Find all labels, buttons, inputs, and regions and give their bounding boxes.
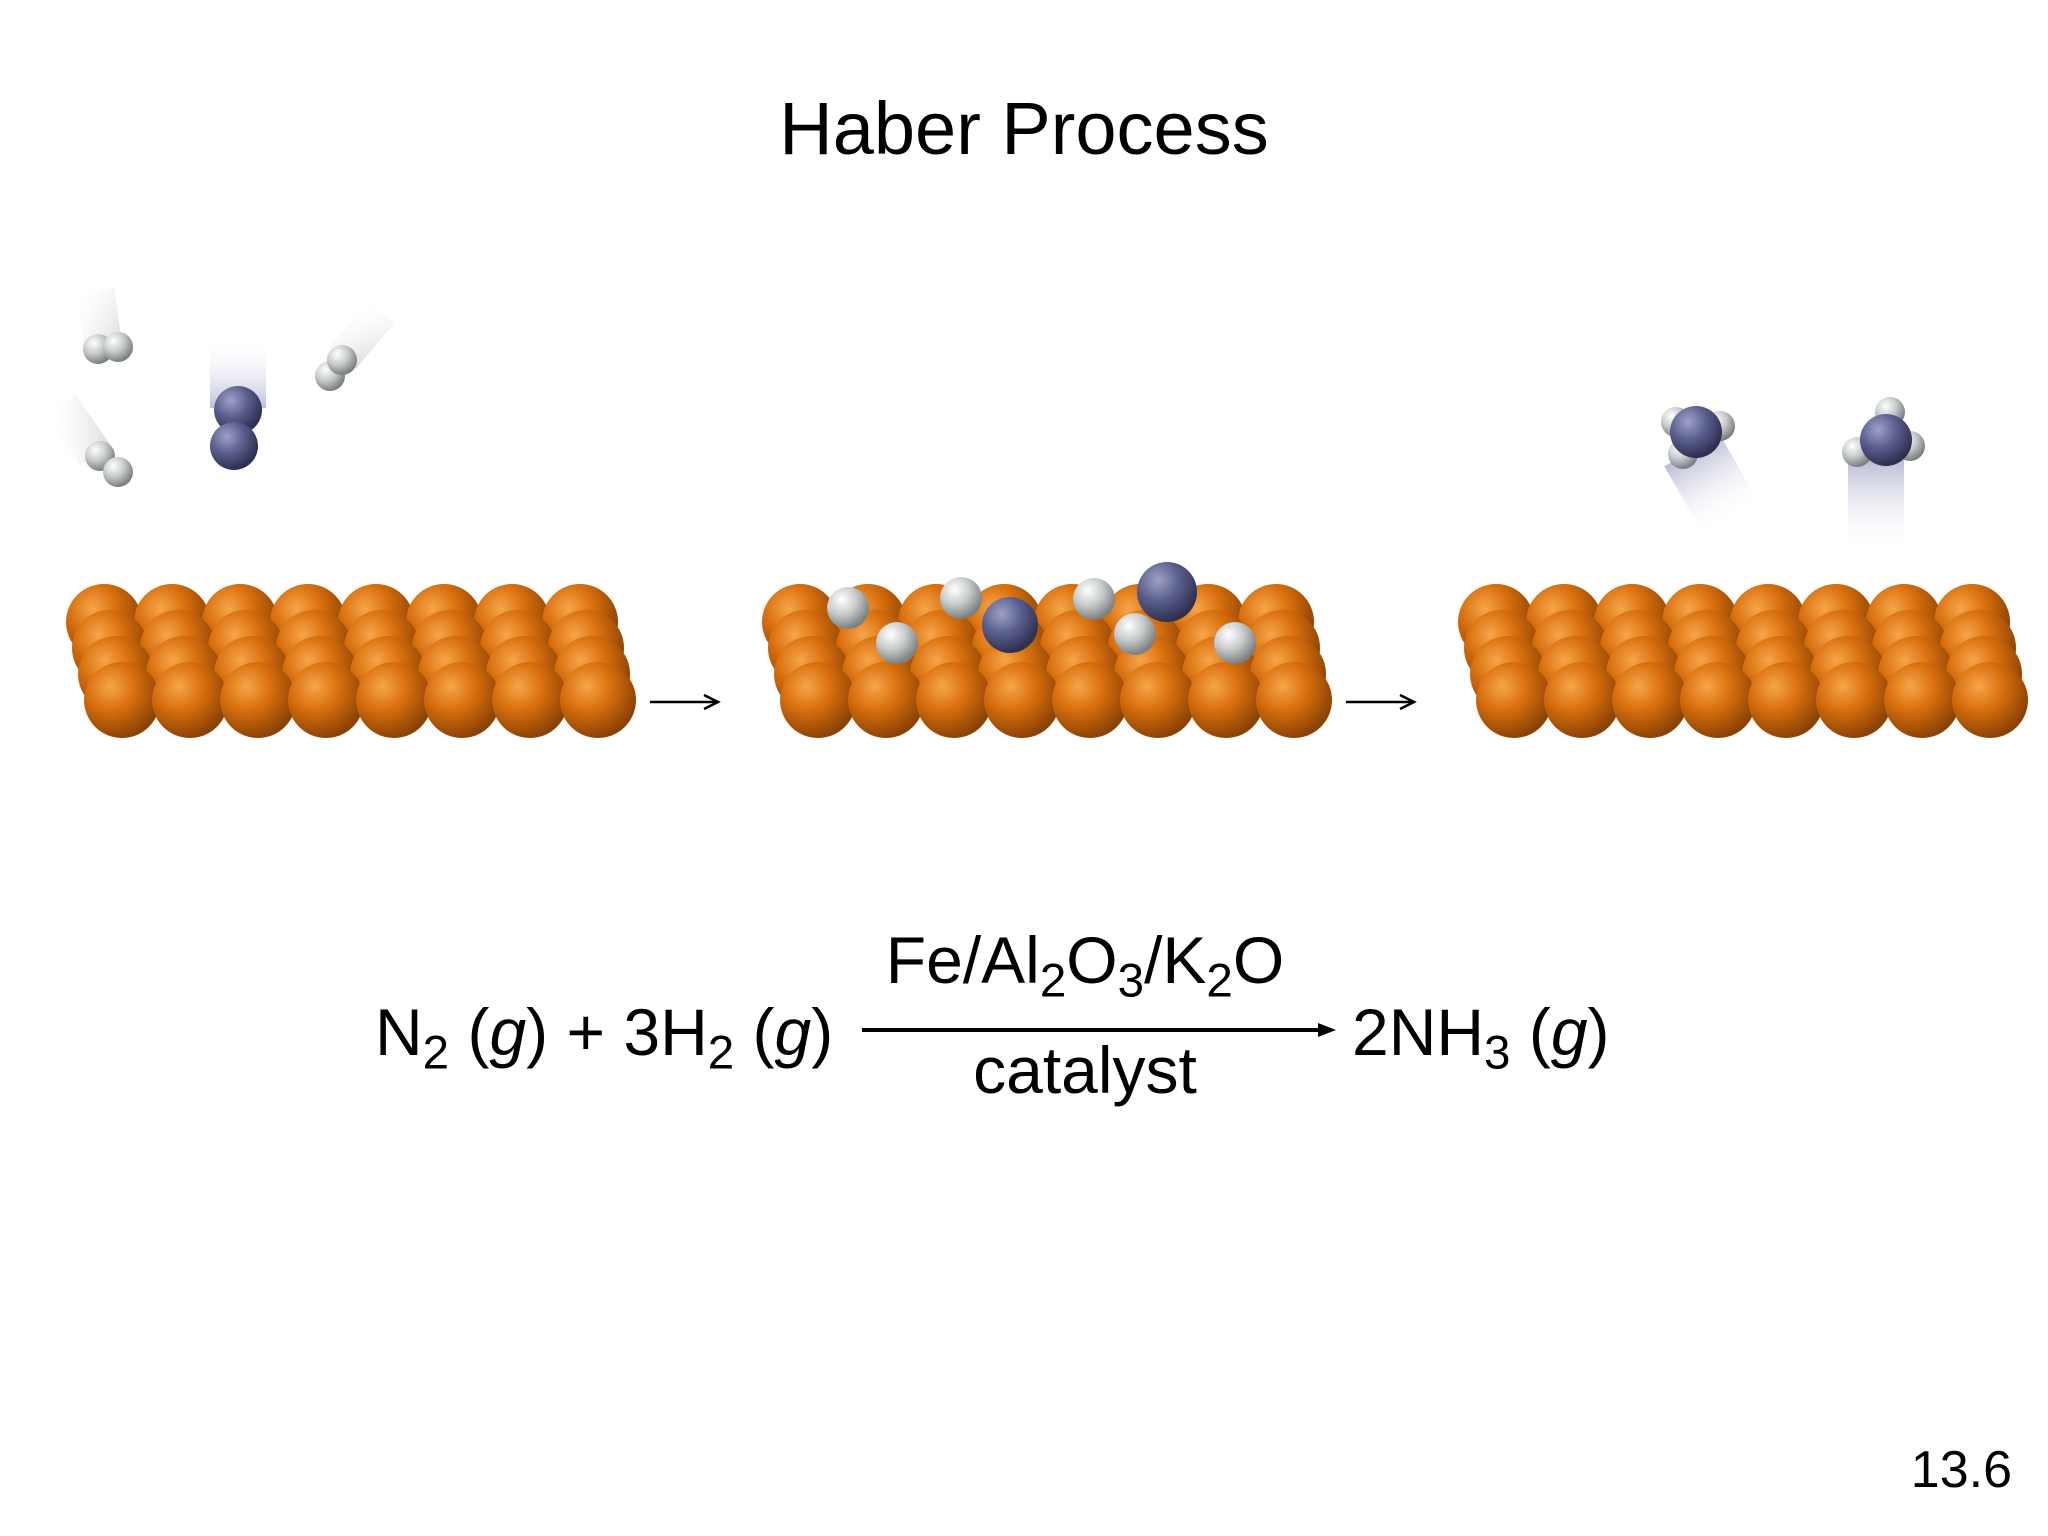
catalyst-o: O: [1066, 923, 1118, 997]
n2-state: (g): [467, 995, 549, 1069]
adsorbed-atoms: [827, 562, 1256, 664]
nh3-state: (g): [1528, 995, 1610, 1069]
hydrogen-molecule: [46, 395, 133, 487]
chemical-equation: N2 (g) + 3H2 (g) Fe/Al2O3/K2O catalyst 2…: [0, 920, 2048, 1120]
catalyst-atom: [356, 662, 432, 738]
hydrogen-molecule: [76, 287, 133, 364]
catalyst-atom: [1680, 662, 1756, 738]
catalyst-atom: [1476, 662, 1552, 738]
catalyst-atom: [1188, 662, 1264, 738]
catalyst-k-subscript: 2: [1206, 954, 1233, 1008]
catalyst-fe-al: Fe/Al: [885, 923, 1040, 997]
h2-symbol: + 3H: [566, 995, 708, 1069]
page-title: Haber Process: [779, 87, 1269, 170]
nh3-symbol: 2NH: [1352, 995, 1485, 1069]
haber-process-diagram: [46, 287, 2028, 738]
catalyst-label: catalyst: [973, 1033, 1197, 1107]
ammonia-molecule: [1842, 397, 1925, 550]
catalyst-atom: [1748, 662, 1824, 738]
nh3-subscript: 3: [1484, 1026, 1511, 1080]
catalyst-al-subscript: 2: [1039, 954, 1067, 1008]
slide-number: 13.6: [1910, 1441, 2012, 1499]
catalyst-atom: [1612, 662, 1688, 738]
catalyst-atom: [152, 662, 228, 738]
catalyst-atom: [780, 662, 856, 738]
hydrogen-molecule: [315, 301, 395, 391]
catalyst-atom: [1884, 662, 1960, 738]
equation-reactants: N2 (g) + 3H2 (g): [375, 992, 834, 1077]
catalyst-atom: [288, 662, 364, 738]
catalyst-atom: [916, 662, 992, 738]
ammonia-molecule: [1661, 406, 1760, 536]
catalyst-atom: [1544, 662, 1620, 738]
h2-state: (g): [752, 995, 834, 1069]
reaction-arrow-1: [650, 693, 721, 711]
catalyst-atom: [984, 662, 1060, 738]
catalyst-surface-right: [1458, 584, 2028, 738]
catalyst-atom: [560, 662, 636, 738]
catalyst-atom: [1256, 662, 1332, 738]
catalyst-atom: [220, 662, 296, 738]
catalyst-atom: [848, 662, 924, 738]
nitrogen-molecule: [210, 338, 266, 470]
catalyst-atom: [1120, 662, 1196, 738]
n2-symbol: N: [375, 995, 423, 1069]
catalyst-formula: Fe/Al2O3/K2O: [860, 920, 1310, 1005]
catalyst-atom: [492, 662, 568, 738]
catalyst-o2: O: [1232, 923, 1285, 997]
catalyst-surface-left: [66, 584, 636, 738]
catalyst-atom: [1052, 662, 1128, 738]
catalyst-atom: [1952, 662, 2028, 738]
catalyst-atom: [424, 662, 500, 738]
n2-subscript: 2: [422, 1026, 450, 1080]
catalyst-k: /K: [1144, 923, 1207, 997]
h2-subscript: 2: [707, 1026, 735, 1080]
catalyst-atom: [84, 662, 160, 738]
equation-arrow: [862, 1023, 1336, 1037]
equation-products: 2NH3 (g): [1352, 992, 1610, 1077]
catalyst-o-subscript: 3: [1117, 954, 1145, 1008]
reaction-arrow-2: [1346, 693, 1417, 711]
catalyst-atom: [1816, 662, 1892, 738]
